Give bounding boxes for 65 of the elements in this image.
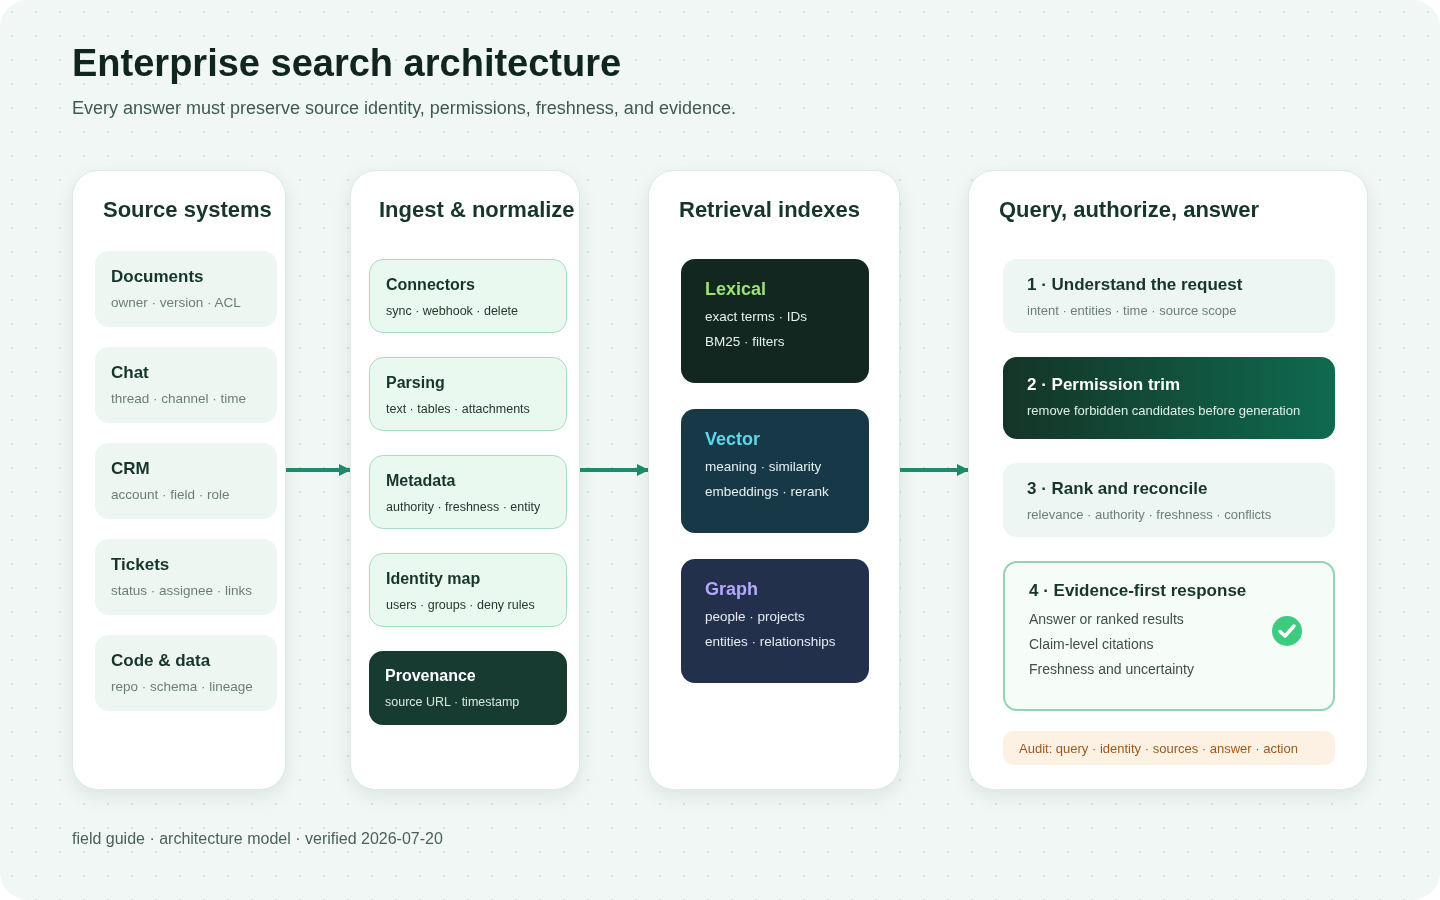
card-title: 1 · Understand the request — [1027, 275, 1243, 295]
card-detail: intent · entities · time · source scope — [1027, 303, 1237, 318]
card-detail: remove forbidden candidates before generation — [1027, 403, 1301, 418]
card-title: Parsing — [386, 374, 445, 392]
index-card — [681, 559, 869, 683]
step-card — [1003, 357, 1335, 439]
page-title: Enterprise search architecture — [72, 42, 622, 85]
index-card — [681, 409, 869, 533]
card-detail: users · groups · deny rules — [386, 598, 535, 612]
card-detail: people · projects — [705, 609, 805, 624]
step-card — [369, 553, 567, 627]
step-card — [369, 651, 567, 725]
subtitle: Every answer must preserve source identity, permissions, freshness, and evidence. — [72, 98, 736, 119]
panel-title: Query, authorize, answer — [999, 197, 1259, 223]
card-title: Metadata — [386, 472, 456, 490]
arrow — [580, 464, 649, 476]
card-detail: sync · webhook · delete — [386, 304, 518, 318]
card-detail: authority · freshness · entity — [386, 500, 541, 514]
card-title: Identity map — [386, 570, 481, 588]
card-title: 2 · Permission trim — [1027, 375, 1181, 395]
card-detail: meaning · similarity — [705, 459, 822, 474]
card-detail: BM25 · filters — [705, 334, 785, 349]
card-title: 4 · Evidence-first response — [1029, 581, 1247, 601]
step-card — [369, 455, 567, 529]
card-detail: entities · relationships — [705, 634, 836, 649]
arrow — [900, 464, 969, 476]
card-title: Chat — [111, 363, 149, 383]
panel-card — [648, 170, 900, 790]
card-title: Vector — [705, 429, 761, 450]
step-card — [369, 357, 567, 431]
card-detail: repo · schema · lineage — [111, 679, 253, 694]
arrow — [286, 464, 351, 476]
card-detail: Claim-level citations — [1029, 636, 1154, 652]
card-title: Graph — [705, 579, 758, 600]
card-title: 3 · Rank and reconcile — [1027, 479, 1208, 499]
card-title: Code & data — [111, 651, 211, 671]
card-title: Documents — [111, 267, 204, 287]
card-detail: owner · version · ACL — [111, 295, 241, 310]
card-title: Connectors — [386, 276, 475, 294]
panel-title: Retrieval indexes — [679, 197, 860, 223]
audit-text: Audit: query · identity · sources · answer · action — [1019, 741, 1298, 756]
card-detail: thread · channel · time — [111, 391, 247, 406]
step-card — [369, 259, 567, 333]
footer-note: field guide · architecture model · verified 2026-07-20 — [72, 830, 443, 848]
card-detail: Answer or ranked results — [1029, 611, 1184, 627]
card-title: CRM — [111, 459, 150, 479]
card-detail: exact terms · IDs — [705, 309, 807, 324]
index-card — [681, 259, 869, 383]
card-detail: relevance · authority · freshness · conflicts — [1027, 507, 1272, 522]
card-detail: status · assignee · links — [111, 583, 253, 598]
card-title: Tickets — [111, 555, 170, 575]
card-detail: source URL · timestamp — [385, 695, 520, 709]
card-detail: text · tables · attachments — [386, 402, 530, 416]
panel-title: Ingest & normalize — [379, 197, 575, 223]
panel-card — [350, 170, 580, 790]
audit-bar — [1003, 731, 1335, 765]
card-title: Lexical — [705, 279, 767, 300]
card-detail: Freshness and uncertainty — [1029, 661, 1194, 677]
panel-title: Source systems — [103, 197, 272, 223]
card-title: Provenance — [385, 667, 476, 685]
response-card — [1003, 561, 1335, 711]
panel-card — [968, 170, 1368, 790]
card-detail: embeddings · rerank — [705, 484, 829, 499]
panel-card — [72, 170, 286, 790]
card-detail: account · field · role — [111, 487, 230, 502]
